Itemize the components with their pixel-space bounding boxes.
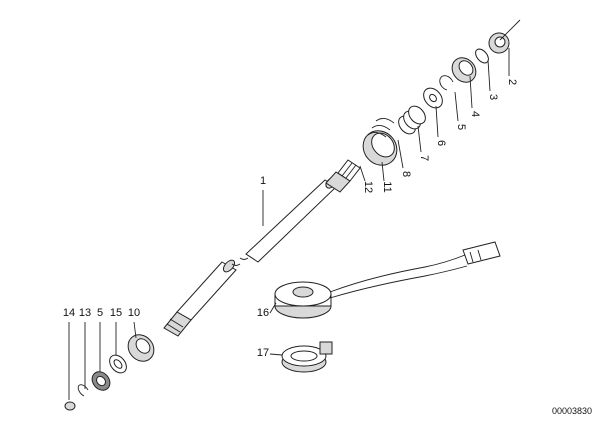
leader-lines: [68, 48, 510, 400]
contact-ring-cable-part: [274, 241, 501, 319]
callout-label-5: 5: [455, 124, 467, 130]
steering-shaft-part: [163, 159, 361, 337]
callout-label-16: 16: [257, 307, 269, 319]
callout-label-1: 1: [260, 175, 266, 187]
slip-ring-part: [281, 341, 333, 373]
diagram-reference-number: 00003830: [552, 406, 592, 416]
callout-label-2: 2: [506, 79, 518, 85]
callout-label-17: 17: [257, 347, 269, 359]
callout-label-14: 14: [63, 307, 75, 319]
callout-label-13: 13: [79, 307, 91, 319]
lower-bearing-assembly: [64, 334, 155, 411]
callout-label-7: 7: [418, 155, 430, 161]
callout-label-5: 5: [97, 307, 103, 319]
callout-label-11: 11: [381, 181, 393, 192]
callout-label-10: 10: [128, 307, 140, 319]
callout-label-12: 12: [362, 181, 374, 193]
callout-label-8: 8: [400, 171, 412, 177]
callout-label-4: 4: [469, 111, 481, 117]
callout-label-3: 3: [487, 94, 499, 100]
upper-bearing-assembly: [362, 19, 521, 166]
callout-label-15: 15: [110, 307, 122, 319]
callout-label-6: 6: [435, 140, 447, 146]
